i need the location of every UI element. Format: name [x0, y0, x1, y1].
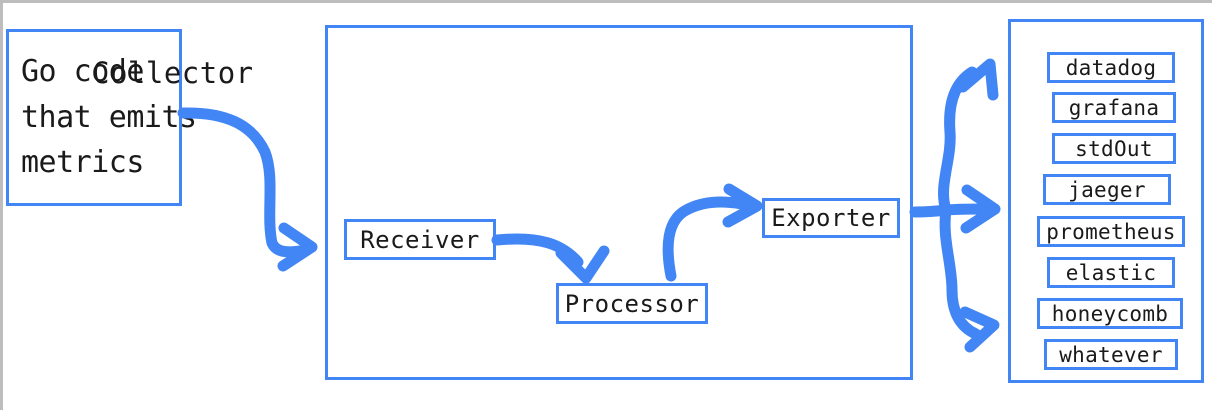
go-code-source-box: Go code that emits metrics	[6, 29, 197, 206]
arrow-fanout-trunk	[909, 204, 952, 218]
backend-item-prometheus[interactable]: prometheus	[1037, 216, 1185, 247]
arrowhead-fanout-up	[957, 58, 999, 101]
backend-item-grafana[interactable]: grafana	[1052, 92, 1176, 123]
arrowhead-fanout-down	[959, 306, 1000, 353]
arrow-source-to-receiver	[177, 107, 306, 258]
arrow-fanout-up	[938, 66, 978, 216]
slide-frame-top-edge	[0, 0, 1212, 3]
backend-item-jaeger[interactable]: jaeger	[1043, 174, 1171, 205]
processor-box: Processor	[556, 283, 708, 324]
slide-frame-left-edge	[0, 0, 3, 410]
source-line-2: that emits	[21, 99, 197, 135]
backend-item-datadog[interactable]: datadog	[1047, 52, 1175, 83]
receiver-box: Receiver	[344, 219, 496, 260]
arrowhead-fanout-mid	[960, 184, 1001, 234]
collector-title: Collector	[92, 56, 254, 90]
source-line-3: metrics	[21, 145, 144, 181]
backend-item-whatever[interactable]: whatever	[1044, 339, 1178, 370]
source-line-1: Go code	[21, 54, 144, 90]
backend-item-honeycomb[interactable]: honeycomb	[1037, 298, 1183, 329]
arrow-fanout-mid	[940, 203, 990, 216]
arrowhead-source-to-receiver	[277, 222, 318, 272]
arrow-fanout-down	[939, 204, 982, 340]
backend-item-stdOut[interactable]: stdOut	[1052, 133, 1176, 164]
backend-item-elastic[interactable]: elastic	[1047, 257, 1175, 288]
backends-container: datadog grafana stdOut jaeger prometheus elas…	[1008, 19, 1204, 383]
exporter-box: Exporter	[762, 198, 900, 238]
